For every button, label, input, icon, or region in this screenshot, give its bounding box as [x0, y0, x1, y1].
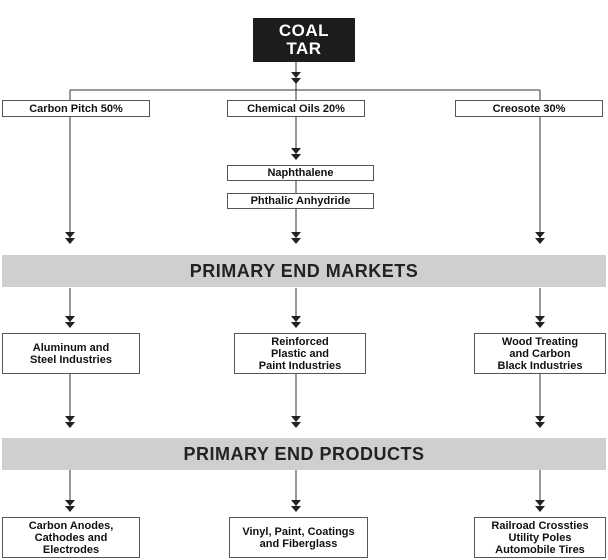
coal-tar-node: COAL TAR	[253, 18, 355, 62]
product-carbon-anodes: Carbon Anodes, Cathodes and Electrodes	[2, 517, 140, 558]
product-railroad-crossties: Railroad Crossties Utility Poles Automob…	[474, 517, 606, 558]
market-wood-carbon-black: Wood Treating and Carbon Black Industrie…	[474, 333, 606, 374]
market-plastic-paint: Reinforced Plastic and Paint Industries	[234, 333, 366, 374]
intermediate-naphthalene: Naphthalene	[227, 165, 374, 181]
product-vinyl-paint: Vinyl, Paint, Coatings and Fiberglass	[229, 517, 368, 558]
fraction-creosote: Creosote 30%	[455, 100, 603, 117]
primary-end-markets-banner: PRIMARY END MARKETS	[2, 255, 606, 287]
primary-end-products-banner: PRIMARY END PRODUCTS	[2, 438, 606, 470]
fraction-chemical-oils: Chemical Oils 20%	[227, 100, 365, 117]
intermediate-phthalic-anhydride: Phthalic Anhydride	[227, 193, 374, 209]
fraction-carbon-pitch: Carbon Pitch 50%	[2, 100, 150, 117]
market-aluminum-steel: Aluminum and Steel Industries	[2, 333, 140, 374]
